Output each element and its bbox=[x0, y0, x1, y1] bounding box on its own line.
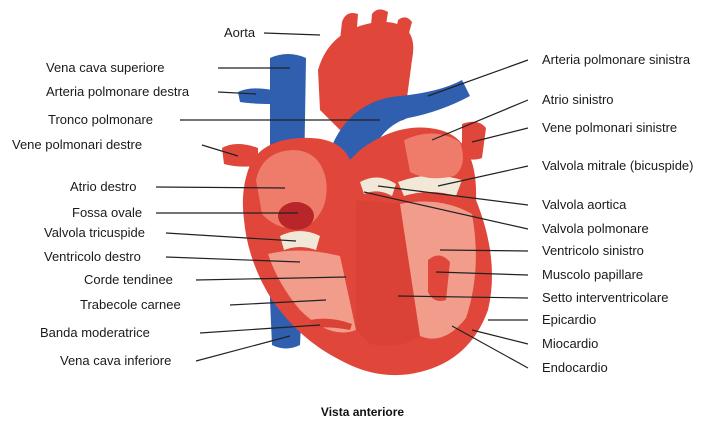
atrio-sinistro-chamber bbox=[404, 133, 463, 178]
label-tronco-polmonare: Tronco polmonare bbox=[48, 112, 153, 128]
label-banda-moderatrice: Banda moderatrice bbox=[40, 325, 150, 341]
label-endocardio: Endocardio bbox=[542, 360, 608, 376]
label-atrio-destro: Atrio destro bbox=[70, 179, 136, 195]
label-vena-cava-inferiore: Vena cava inferiore bbox=[60, 353, 171, 369]
label-ventricolo-sinistro: Ventricolo sinistro bbox=[542, 243, 644, 259]
caption-vista-anteriore: Vista anteriore bbox=[0, 405, 725, 419]
label-valvola-polmonare: Valvola polmonare bbox=[542, 221, 649, 237]
label-muscolo-papillare: Muscolo papillare bbox=[542, 267, 643, 283]
label-valvola-tricuspide: Valvola tricuspide bbox=[44, 225, 145, 241]
label-ventricolo-destro: Ventricolo destro bbox=[44, 249, 141, 265]
label-vena-cava-superiore: Vena cava superiore bbox=[46, 60, 165, 76]
label-miocardio: Miocardio bbox=[542, 336, 598, 352]
label-valvola-aortica: Valvola aortica bbox=[542, 197, 626, 213]
label-vene-polmonari-destre: Vene polmonari destre bbox=[12, 137, 142, 153]
label-aorta: Aorta bbox=[224, 25, 255, 41]
label-atrio-sinistro: Atrio sinistro bbox=[542, 92, 614, 108]
line-vena-cava-inferiore bbox=[196, 336, 290, 361]
label-corde-tendinee: Corde tendinee bbox=[84, 272, 173, 288]
label-setto-interventricolare: Setto interventricolare bbox=[542, 290, 668, 306]
aorta-branch-1 bbox=[340, 13, 358, 40]
label-fossa-ovale: Fossa ovale bbox=[72, 205, 142, 221]
label-valvola-mitrale: Valvola mitrale (bicuspide) bbox=[542, 158, 694, 174]
label-epicardio: Epicardio bbox=[542, 312, 596, 328]
label-vene-polmonari-sinistre: Vene polmonari sinistre bbox=[542, 120, 677, 136]
fossa-ovale-shape bbox=[278, 202, 314, 230]
label-arteria-polmonare-destra: Arteria polmonare destra bbox=[46, 84, 189, 100]
label-arteria-polmonare-sinistra: Arteria polmonare sinistra bbox=[542, 52, 690, 68]
label-trabecole-carnee: Trabecole carnee bbox=[80, 297, 181, 313]
line-arteria-polmonare-sinistra bbox=[428, 60, 528, 96]
line-aorta bbox=[264, 33, 320, 35]
arteria-polmonare-destra-shape bbox=[238, 88, 272, 104]
